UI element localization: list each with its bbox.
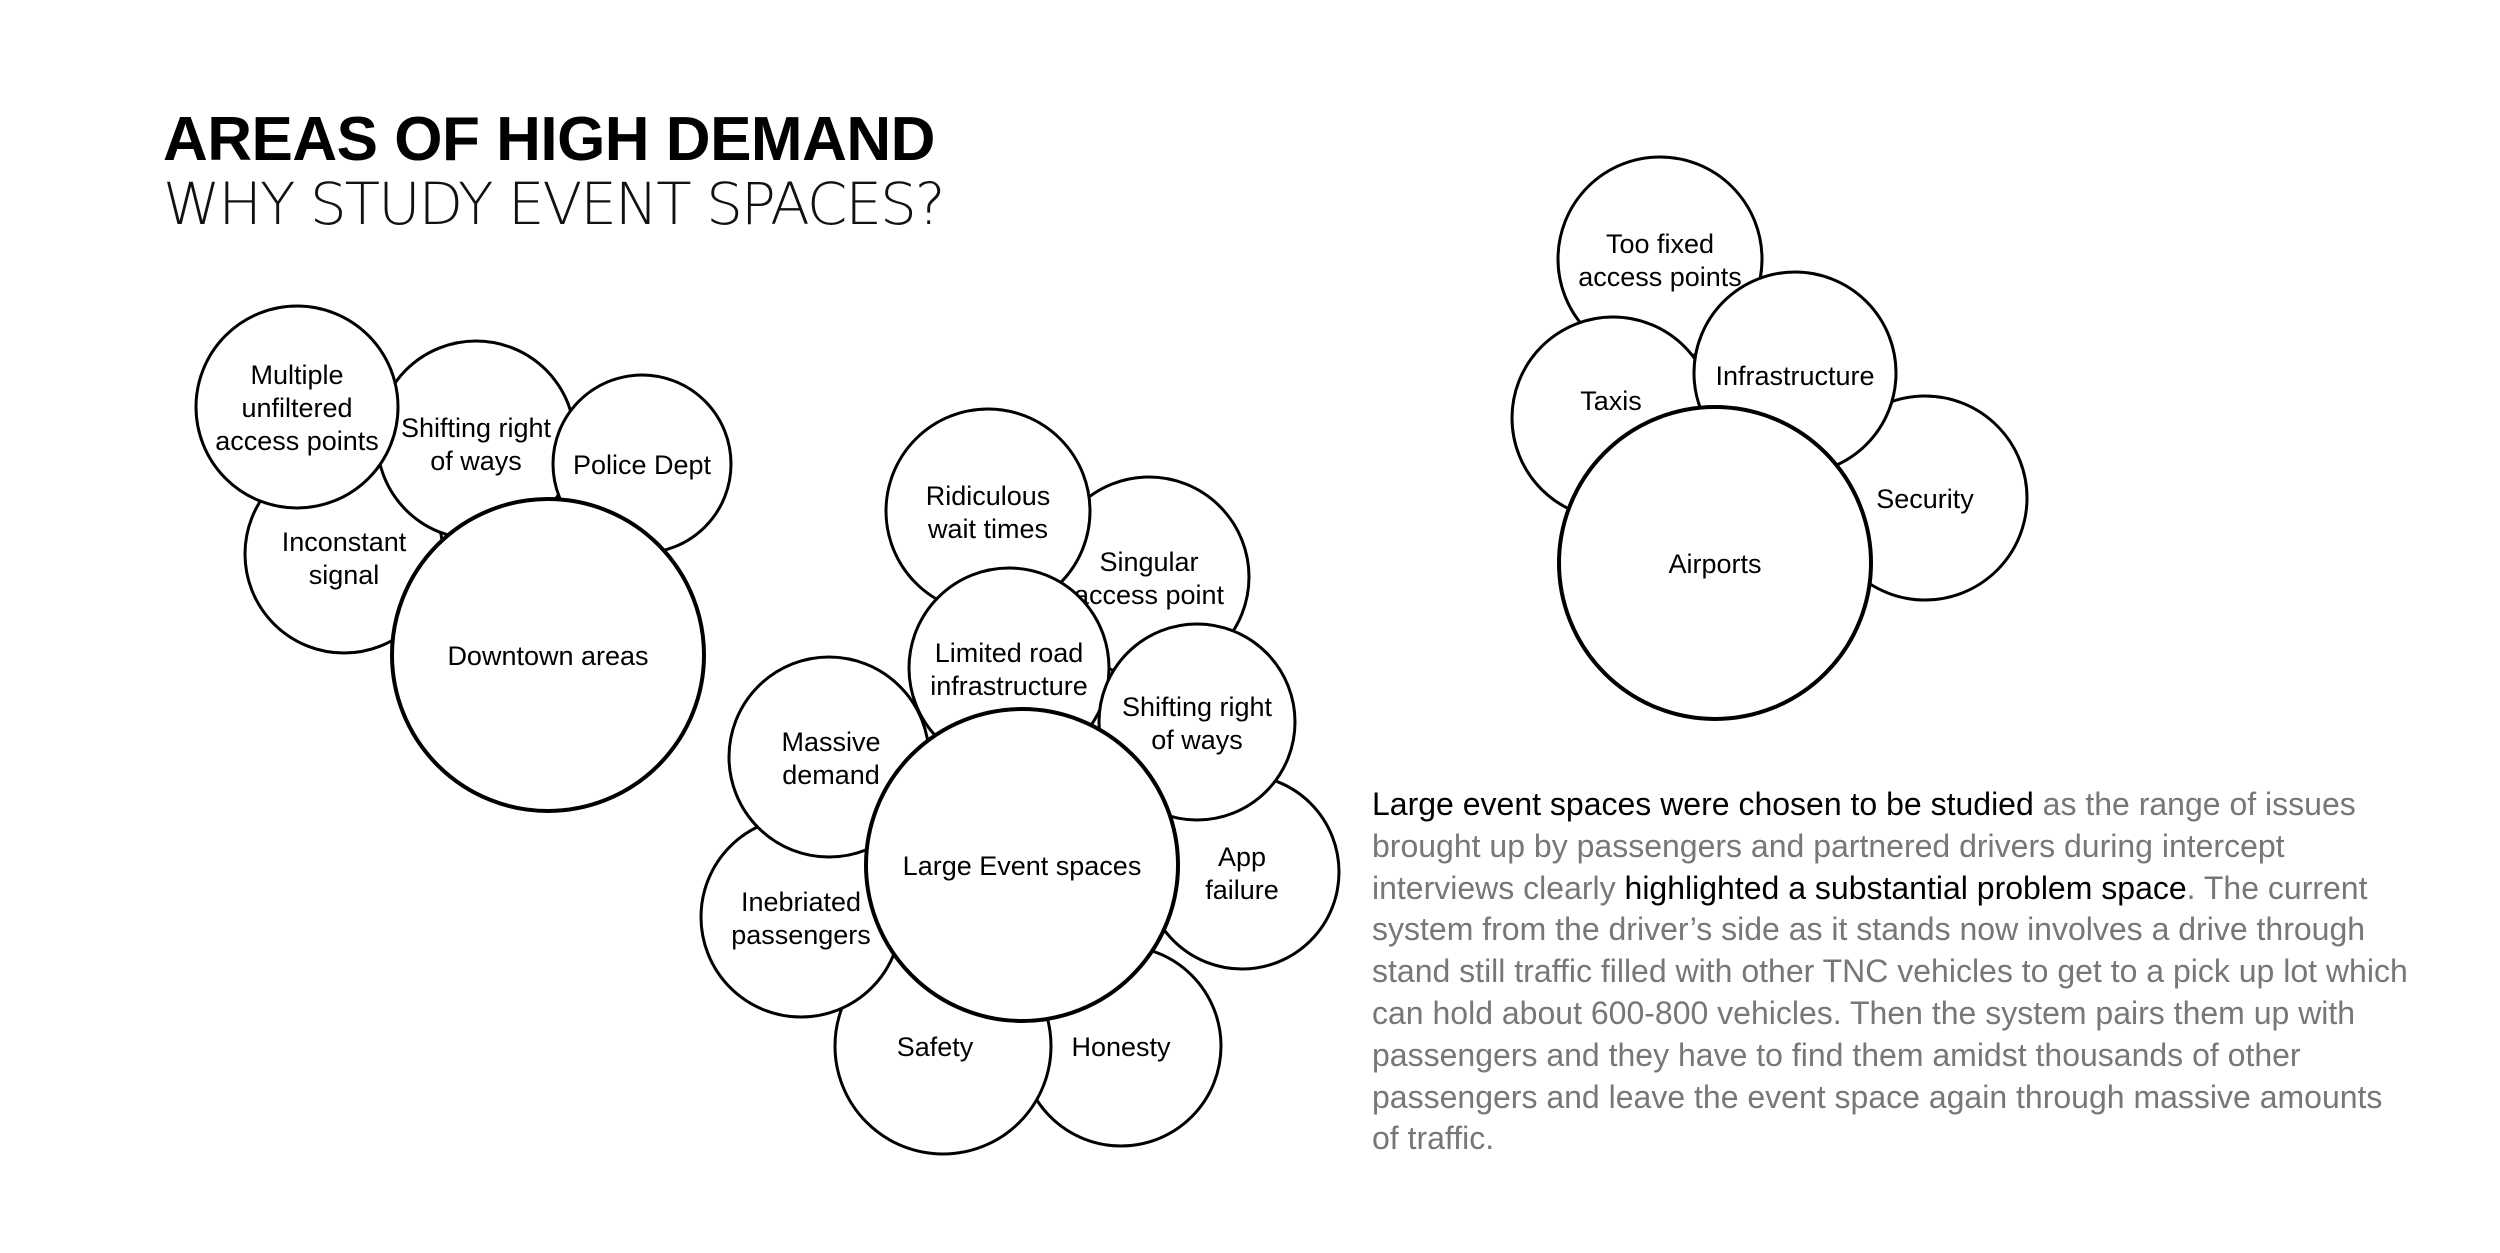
svg-text:Honesty: Honesty [1071,1032,1171,1062]
bubble-security: Security [1821,394,2029,602]
paragraph-mid-emphasis: highlighted a substantial problem space [1624,869,2187,906]
bubble-downtown-areas: Downtown areas [390,497,706,813]
paragraph-text-1: as the range of issues brought up by pas… [1372,786,2356,906]
svg-text:Safety: Safety [897,1032,974,1062]
bubble-airports: Airports [1557,405,1873,721]
page-subtitle: WHY STUDY EVENT SPACES? [163,170,946,238]
page-title: AREAS OF HIGH DEMAND [163,105,935,174]
svg-text:Taxis: Taxis [1580,386,1642,416]
svg-text:Large Event spaces: Large Event spaces [903,851,1142,881]
svg-text:Police Dept: Police Dept [573,450,712,480]
svg-text:Infrastructure: Infrastructure [1715,361,1874,391]
svg-text:Security: Security [1876,484,1974,514]
heading: AREAS OF HIGH DEMAND WHY STUDY EVENT SPA… [163,105,946,238]
paragraph-text-2: . The current system from the driver’s s… [1372,869,2408,1157]
description-paragraph: Large event spaces were chosen to be stu… [1372,784,2412,1160]
bubble-large-event-spaces: Large Event spaces [864,707,1180,1023]
svg-text:Downtown areas: Downtown areas [447,641,648,671]
paragraph-lead-emphasis: Large event spaces were chosen to be stu… [1372,786,2034,822]
svg-text:Airports: Airports [1668,549,1761,579]
